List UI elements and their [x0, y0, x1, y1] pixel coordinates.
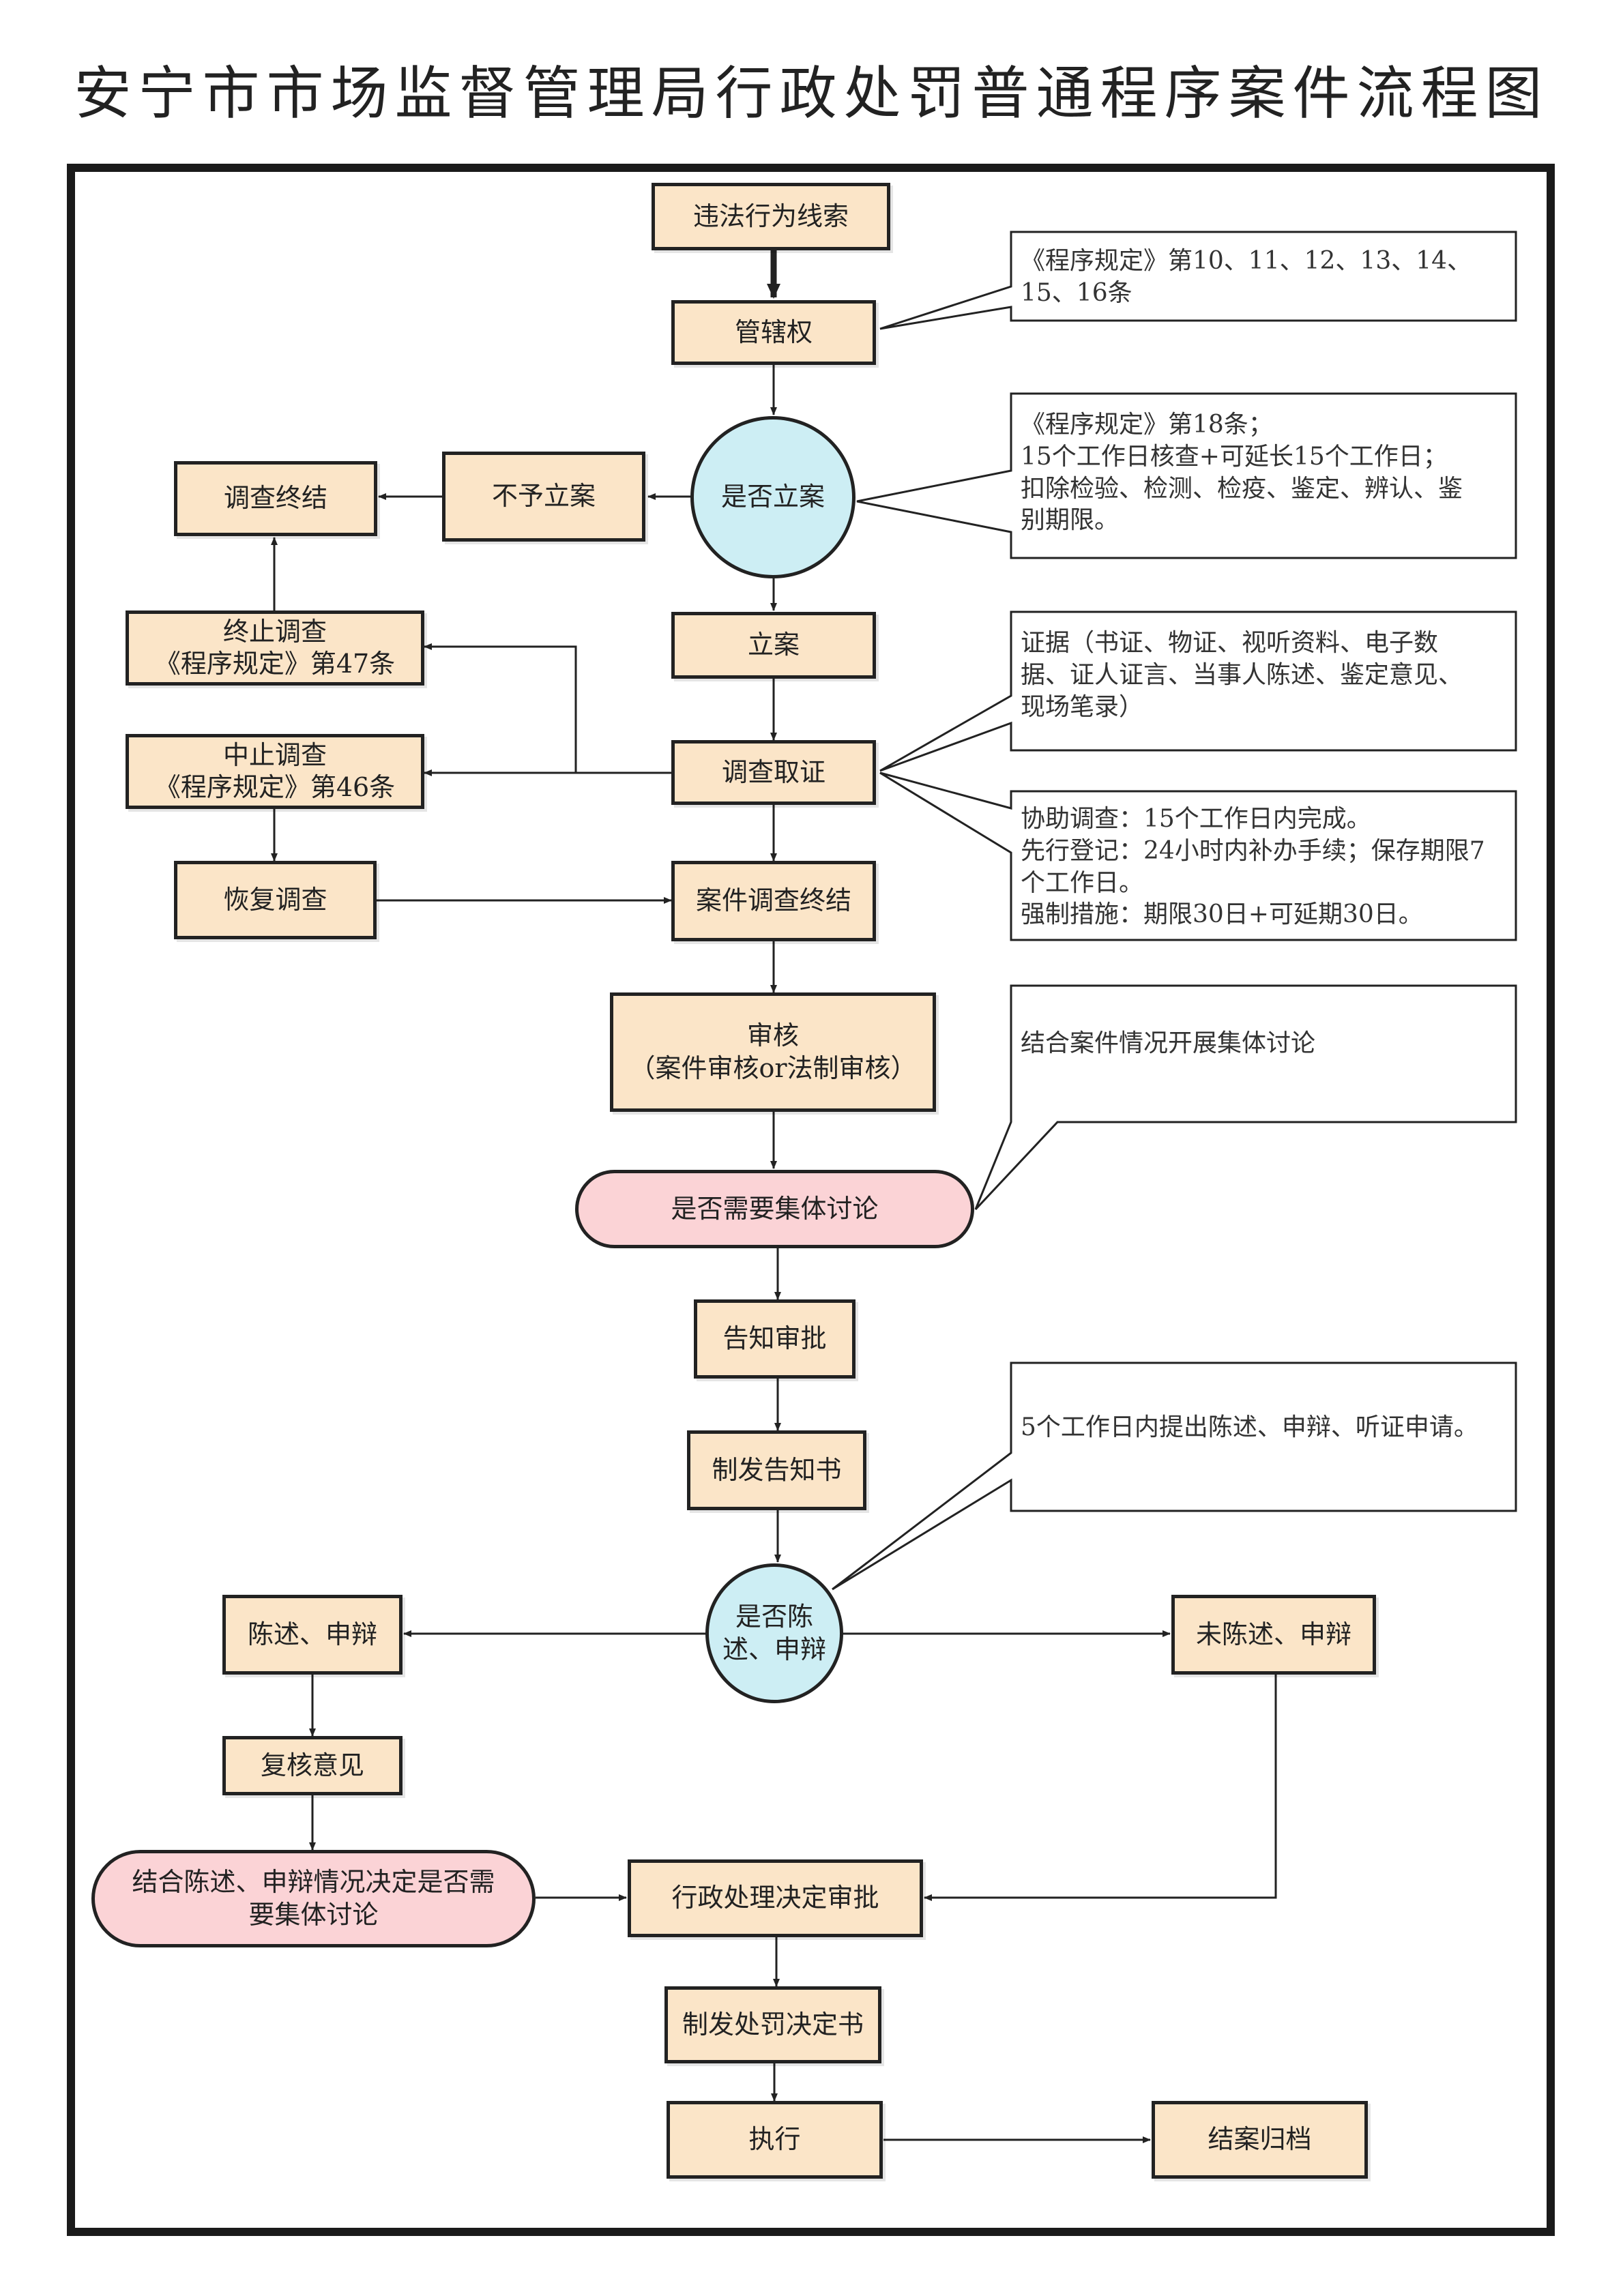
page-title: 安宁市市场监督管理局行政处罚普通程序案件流程图	[74, 60, 1549, 127]
node-suspend-investigation: 中止调查 《程序规定》第46条	[126, 734, 424, 809]
callout-n4	[879, 771, 1517, 941]
node-clue: 违法行为线索	[652, 183, 890, 250]
node-register: 立案	[671, 612, 876, 679]
callout-n2	[856, 392, 1517, 559]
note-investigation-deadlines: 协助调查：15个工作日内完成。 先行登记：24小时内补办手续；保存期限7 个工作…	[1021, 805, 1485, 929]
node-jurisdiction: 管辖权	[671, 300, 876, 365]
node-register-question: 是否立案	[690, 416, 856, 578]
edge-no-statement-decision	[924, 1675, 1277, 1901]
node-combined-discussion: 结合陈述、申辩情况决定是否需 要集体讨论	[91, 1850, 536, 1947]
node-statement: 陈述、申辩	[222, 1595, 403, 1675]
node-collective-question: 是否需要集体讨论	[575, 1170, 974, 1248]
callout-n5	[974, 984, 1517, 1211]
note-jurisdiction-rules: 《程序规定》第10、11、12、13、14、 15、16条	[1021, 247, 1472, 307]
diagram-frame	[67, 164, 1555, 2236]
note-evidence-types: 证据（书证、物证、视听资料、电子数 据、证人证言、当事人陈述、鉴定意见、 现场笔…	[1021, 629, 1463, 721]
note-collective-discussion: 结合案件情况开展集体讨论	[1021, 1029, 1316, 1057]
node-evidence: 调查取证	[671, 740, 876, 805]
node-resume-investigation: 恢复调查	[174, 861, 377, 939]
node-statement-question: 是否陈 述、申辩	[705, 1563, 843, 1703]
node-penalty-decision-doc: 制发处罚决定书	[664, 1986, 881, 2063]
callout-n3	[879, 610, 1517, 772]
node-decision-approval: 行政处理决定审批	[628, 1859, 923, 1937]
node-archive: 结案归档	[1152, 2101, 1368, 2179]
node-notify-approval: 告知审批	[694, 1299, 856, 1379]
node-no-statement: 未陈述、申辩	[1171, 1595, 1376, 1675]
node-recheck: 复核意见	[222, 1736, 403, 1795]
node-execute: 执行	[667, 2101, 883, 2179]
node-review: 审核 （案件审核or法制审核）	[610, 992, 936, 1112]
note-statement-deadline: 5个工作日内提出陈述、申辩、听证申请。	[1021, 1413, 1478, 1441]
node-investigation-end: 调查终结	[174, 461, 377, 536]
node-not-register: 不予立案	[442, 452, 645, 542]
node-issue-notice: 制发告知书	[687, 1430, 866, 1510]
note-register-rules: 《程序规定》第18条； 15个工作日核查+可延长15个工作日； 扣除检验、检测、…	[1021, 411, 1463, 535]
callout-n6	[832, 1362, 1517, 1591]
callout-n1	[879, 231, 1517, 330]
node-terminate-investigation: 终止调查 《程序规定》第47条	[126, 610, 424, 686]
edge-evidence-terminate	[424, 643, 671, 774]
node-case-investigation-end: 案件调查终结	[671, 861, 876, 941]
